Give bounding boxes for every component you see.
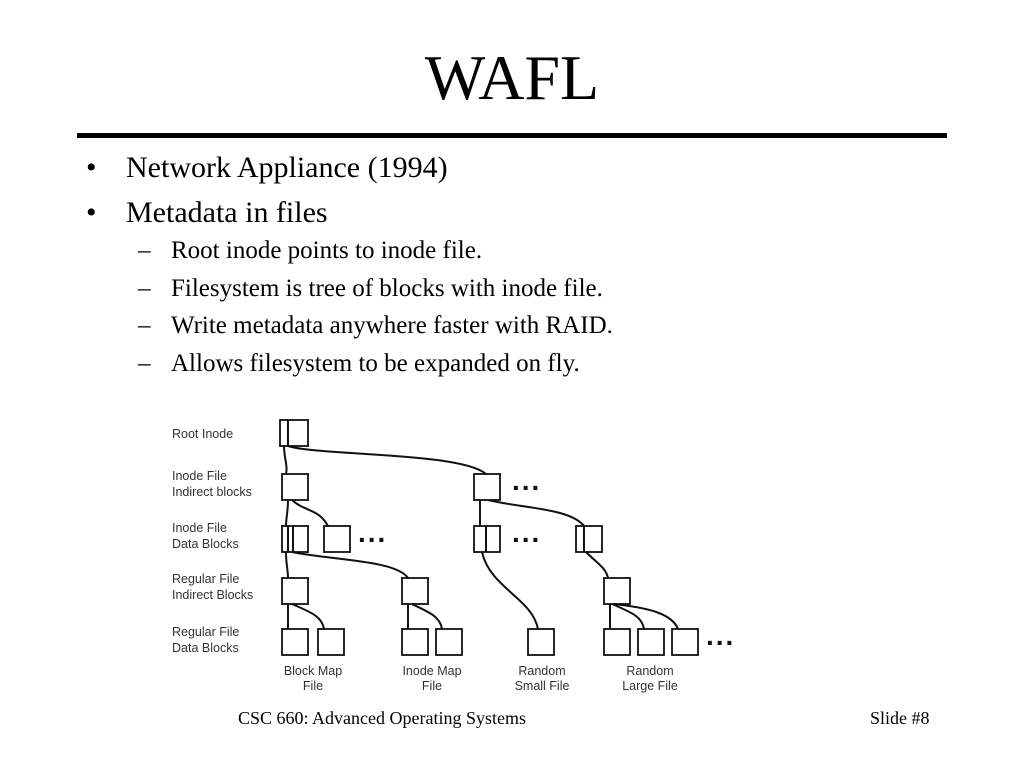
row-label-regular-indirect: Indirect Blocks: [172, 588, 253, 602]
sub-bullet-list: –Root inode points to inode file. –Files…: [138, 236, 613, 386]
regular-data-block: [317, 628, 345, 656]
sub-bullet-marker: –: [138, 274, 151, 302]
sub-bullet-marker: –: [138, 237, 151, 264]
bullet-item: • Metadata in files: [86, 195, 448, 231]
tree-wire: [283, 445, 288, 475]
regular-data-block: [603, 628, 631, 656]
inode-indirect-block: [473, 473, 501, 501]
sub-bullet-text: Filesystem is tree of blocks with inode …: [171, 274, 603, 302]
inode-data-block: [575, 525, 603, 553]
tree-wire: [285, 499, 289, 527]
column-label-block-map: Block Map: [284, 664, 342, 678]
regular-indirect-block: [401, 577, 429, 605]
regular-indirect-block: [603, 577, 631, 605]
column-label-random-small: Random: [518, 664, 565, 678]
inode-data-block: [281, 525, 309, 553]
row-label-root-inode: Root Inode: [172, 427, 233, 441]
ellipsis: ...: [512, 465, 541, 496]
inode-data-block: [323, 525, 351, 553]
regular-data-block: [527, 628, 555, 656]
sub-bullet-item: –Write metadata anywhere faster with RAI…: [138, 311, 613, 341]
slide-title: WAFL: [424, 42, 600, 113]
bullet-text: Metadata in files: [126, 196, 328, 229]
bullet-marker: •: [86, 196, 97, 229]
row-label-regular-data: Data Blocks: [172, 641, 239, 655]
sub-bullet-text: Root inode points to inode file.: [171, 237, 483, 264]
tree-wire: [287, 445, 487, 475]
tree-wire: [291, 499, 329, 527]
tree-wire: [291, 603, 325, 630]
sub-bullet-marker: –: [138, 349, 151, 377]
sub-bullet-item: –Filesystem is tree of blocks with inode…: [138, 274, 613, 304]
footer-slide-number: Slide #8: [870, 708, 930, 728]
row-label-regular-data: Regular File: [172, 625, 239, 639]
regular-data-block: [671, 628, 699, 656]
sub-bullet-item: –Allows filesystem to be expanded on fly…: [138, 349, 613, 379]
sub-bullet-text: Allows filesystem to be expanded on fly.: [171, 349, 580, 377]
row-label-inode-data: Inode File: [172, 521, 227, 535]
regular-data-block: [281, 628, 309, 656]
ellipsis: ...: [358, 517, 387, 548]
bullet-marker: •: [86, 151, 97, 184]
tree-wire: [611, 603, 645, 630]
title-underline: [77, 133, 947, 138]
sub-bullet-marker: –: [138, 312, 151, 339]
row-label-inode-indirect: Inode File: [172, 469, 227, 483]
inode-indirect-block: [281, 473, 309, 501]
tree-wire: [291, 551, 409, 579]
row-label-inode-indirect: Indirect blocks: [172, 485, 252, 499]
column-label-random-large: Random: [626, 664, 673, 678]
regular-data-block: [435, 628, 463, 656]
wafl-tree-diagram: Root Inode Inode File Indirect blocks In…: [172, 419, 735, 693]
regular-indirect-block: [281, 577, 309, 605]
regular-data-block: [401, 628, 429, 656]
row-label-regular-indirect: Regular File: [172, 572, 239, 586]
bullet-item: • Network Appliance (1994): [86, 150, 448, 186]
tree-wire: [613, 603, 679, 630]
tree-wire: [487, 499, 585, 527]
regular-data-block: [637, 628, 665, 656]
column-label-block-map: File: [303, 679, 323, 693]
row-label-inode-data: Data Blocks: [172, 537, 239, 551]
tree-wire: [285, 551, 289, 579]
root-inode-block: [279, 419, 309, 447]
column-label-inode-map: Inode Map: [402, 664, 461, 678]
tree-wire: [585, 551, 609, 579]
footer-course-name: CSC 660: Advanced Operating Systems: [238, 708, 526, 728]
tree-wire: [411, 603, 443, 630]
bullet-list: • Network Appliance (1994) • Metadata in f…: [86, 150, 448, 240]
column-label-inode-map: File: [422, 679, 442, 693]
column-label-random-small: Small File: [515, 679, 570, 693]
sub-bullet-item: –Root inode points to inode file.: [138, 236, 613, 266]
tree-wire: [481, 551, 539, 630]
ellipsis: ...: [512, 517, 541, 548]
ellipsis: ...: [706, 620, 735, 651]
column-label-random-large: Large File: [622, 679, 678, 693]
bullet-text: Network Appliance (1994): [126, 151, 448, 184]
sub-bullet-text: Write metadata anywhere faster with RAID…: [171, 312, 613, 339]
